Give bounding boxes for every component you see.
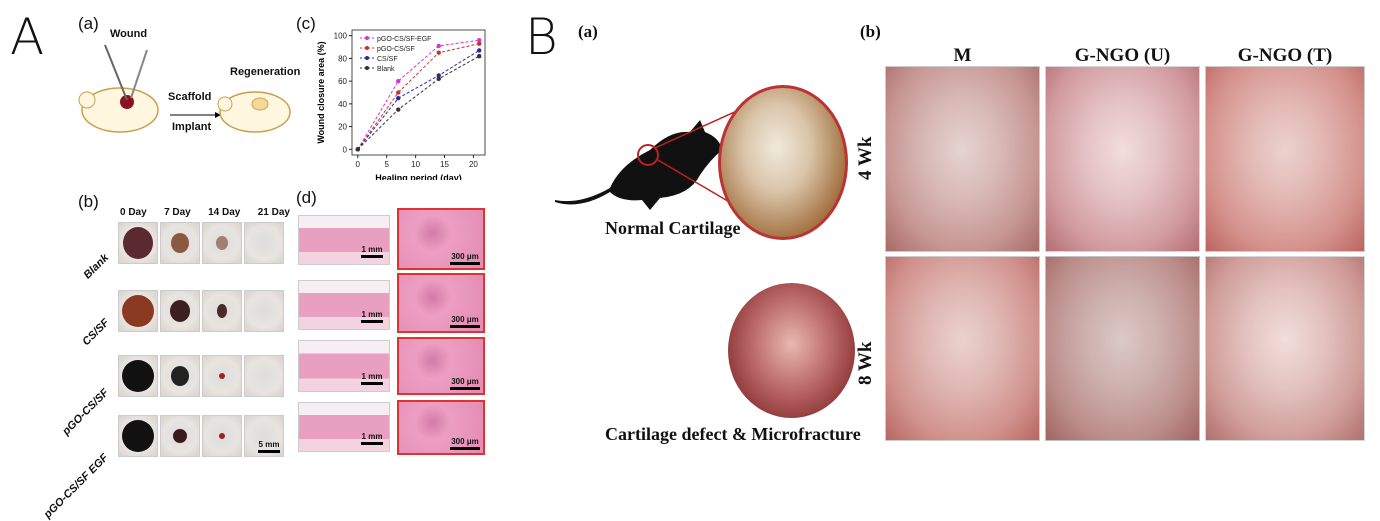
regeneration-label: Regeneration <box>230 66 301 78</box>
series-line-pGO-CS/SF-EGF <box>357 39 480 150</box>
data-point <box>396 90 401 95</box>
row-label: 8 Wk <box>855 341 876 385</box>
data-point <box>477 53 482 59</box>
column-header: M <box>953 45 972 66</box>
data-point <box>355 147 360 152</box>
data-point <box>436 73 441 78</box>
data-point <box>436 43 441 49</box>
series-line-CS/SF <box>357 50 480 150</box>
day-headers: 0 Day 7 Day 14 Day 21 Day <box>120 207 290 218</box>
data-point <box>436 50 441 55</box>
wound-schematic <box>78 44 291 133</box>
group-label: CS/SF <box>79 316 112 349</box>
y-tick-label: 20 <box>338 123 347 132</box>
legend-marker <box>365 66 369 70</box>
data-point <box>396 107 401 112</box>
scale-bar-label: 1 mm <box>361 310 383 319</box>
subpanel-c-label: (c) <box>296 14 316 33</box>
y-tick-label: 80 <box>338 54 347 63</box>
cartilage-defect-label: Cartilage defect & Microfracture <box>605 424 861 444</box>
scale-bar-label: 5 mm <box>258 440 280 449</box>
row-label: 4 Wk <box>855 136 876 180</box>
legend-label: pGO-CS/SF <box>377 46 415 53</box>
y-tick-label: 0 <box>343 145 348 154</box>
scale-bar-label: 1 mm <box>361 372 383 381</box>
data-point <box>436 76 441 82</box>
y-axis-label: Wound closure area (%) <box>316 41 326 143</box>
series-line-Blank <box>357 55 480 150</box>
series-line-pGO-CS/SF <box>357 43 480 150</box>
normal-cartilage-photo <box>718 85 848 240</box>
x-tick-label: 15 <box>440 160 449 169</box>
x-tick-label: 0 <box>356 160 361 169</box>
column-header: G-NGO (U) <box>1074 45 1171 66</box>
normal-cartilage-label: Normal Cartilage <box>605 218 741 238</box>
x-tick-label: 5 <box>384 160 389 169</box>
panel-a-letter: A <box>10 8 45 66</box>
scale-bar-label: 1 mm <box>361 245 383 254</box>
scaffold-label: Scaffold <box>168 91 212 103</box>
subpanel-d-label: (d) <box>296 188 317 207</box>
legend-label: pGO-CS/SF-EGF <box>377 36 431 43</box>
group-label: pGO-CS/SF EGF <box>42 451 112 521</box>
y-tick-label: 60 <box>338 77 347 86</box>
cartilage-defect-photo <box>728 283 855 418</box>
y-tick-label: 40 <box>338 100 347 109</box>
legend-marker <box>365 56 369 60</box>
x-axis-label: Healing period (day) <box>375 173 462 180</box>
day-header: 21 Day <box>257 207 290 218</box>
legend-label: CS/SF <box>377 56 398 63</box>
subpanel-b-label: (b) <box>78 192 99 211</box>
subpanel-b-a-label: (a) <box>578 22 598 41</box>
plot-frame <box>351 29 486 156</box>
scale-bar-label: 300 μm <box>451 377 479 386</box>
panel-b-letter: B <box>525 8 558 66</box>
data-point <box>396 95 401 101</box>
subpanel-b-b-label: (b) <box>860 22 881 41</box>
day-header: 0 Day <box>120 207 147 218</box>
x-tick-label: 10 <box>411 160 420 169</box>
legend-marker <box>365 46 369 50</box>
scale-bar-label: 300 μm <box>451 437 479 446</box>
wound-label: Wound <box>110 28 148 40</box>
x-tick-label: 20 <box>469 160 478 169</box>
subpanel-a-label: (a) <box>78 14 99 33</box>
data-point <box>477 38 482 43</box>
scale-bar-label: 300 μm <box>451 315 479 324</box>
y-tick-label: 100 <box>334 32 348 41</box>
data-point <box>396 78 401 84</box>
data-point <box>477 48 482 53</box>
data-point <box>477 41 482 46</box>
legend-marker <box>365 36 369 40</box>
group-label: Blank <box>81 251 112 282</box>
column-header: G-NGO (T) <box>1237 45 1333 66</box>
scale-bar-label: 300 μm <box>451 252 479 261</box>
day-header: 14 Day <box>208 207 241 218</box>
implant-label: Implant <box>172 121 212 133</box>
day-header: 7 Day <box>164 207 191 218</box>
legend-label: Blank <box>377 66 395 73</box>
scale-bar-label: 1 mm <box>361 432 383 441</box>
group-label: pGO-CS/SF <box>60 386 112 438</box>
